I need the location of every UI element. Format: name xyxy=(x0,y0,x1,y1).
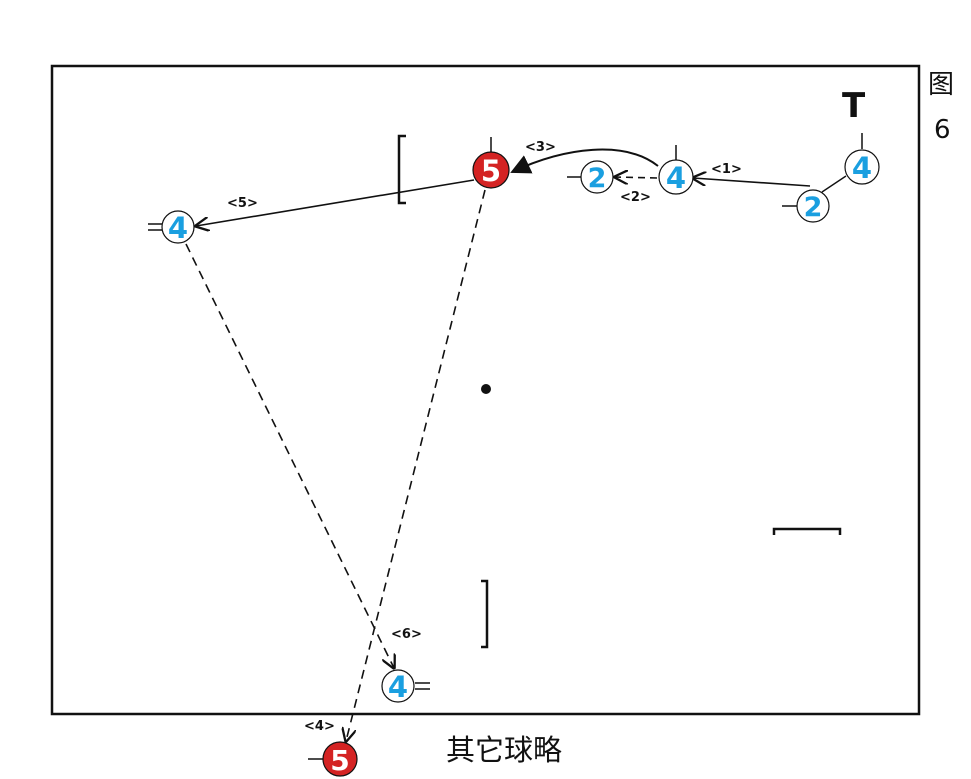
t-mark: T xyxy=(842,86,866,126)
svg-text:2: 2 xyxy=(804,192,823,223)
caption: 其它球略 xyxy=(446,733,562,767)
pass-line-5 xyxy=(196,179,475,226)
step-label-4: <4> xyxy=(304,719,335,734)
svg-text:4: 4 xyxy=(666,161,686,195)
step-label-1: <1> xyxy=(711,162,742,177)
pass-line-3 xyxy=(510,148,659,174)
player-4-bottom: 4 xyxy=(381,669,430,704)
player-2-start: 2 xyxy=(782,189,830,223)
court-border xyxy=(50,64,921,716)
left-bracket-top xyxy=(397,134,406,205)
player-2-mid: 2 xyxy=(567,160,614,194)
player-5-top: 5 xyxy=(472,137,510,189)
step-label-3: <3> xyxy=(525,140,556,155)
pass-line-1 xyxy=(693,178,811,187)
svg-text:5: 5 xyxy=(330,744,349,777)
player-5-bottom: 5 xyxy=(308,741,358,777)
step-label-2: <2> xyxy=(620,190,651,205)
step-label-6: <6> xyxy=(391,627,422,642)
pass-line-4 xyxy=(346,189,486,741)
center-dot xyxy=(481,384,491,394)
figure-label-number: 6 xyxy=(934,115,951,145)
step-label-5: <5> xyxy=(227,196,258,211)
figure-label-top: 图 xyxy=(928,70,954,100)
right-bracket-bottom xyxy=(481,579,489,649)
player-4-left: 4 xyxy=(148,210,195,245)
pass-line-6 xyxy=(185,243,394,668)
horizontal-bracket xyxy=(772,527,842,535)
svg-text:4: 4 xyxy=(852,151,872,185)
svg-text:2: 2 xyxy=(588,163,607,194)
svg-text:4: 4 xyxy=(388,670,408,704)
player-4-mid: 4 xyxy=(658,145,694,195)
pass-line-2 xyxy=(615,177,658,178)
connector-line xyxy=(821,175,847,193)
svg-text:5: 5 xyxy=(481,154,501,188)
svg-text:4: 4 xyxy=(168,211,188,245)
player-4-start: 4 xyxy=(844,133,880,185)
